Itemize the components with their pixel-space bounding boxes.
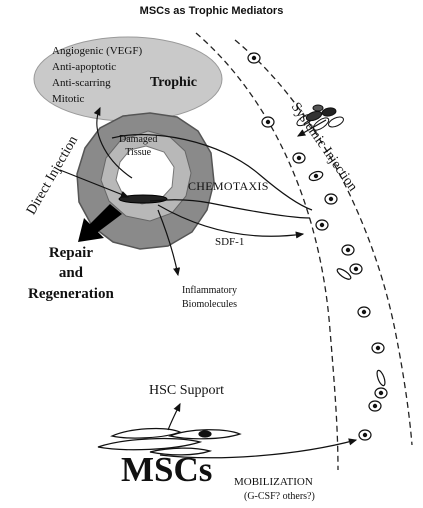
mobilization-note: (G-CSF? others?) [244,491,315,502]
chemotaxis-label: CHEMOTAXIS [188,179,269,193]
inflammatory-biomolecules-label: Inflammatory Biomolecules [182,284,237,311]
hsc-support-arrow [167,402,181,431]
sdf1-arrow [157,204,305,239]
trophic-effect: Anti-apoptotic [52,60,117,73]
hsc-support-label: HSC Support [149,383,225,398]
damaged-tissue-line2: Tissue [125,147,152,158]
mobilization-arrow [159,438,358,459]
trophic-effect: Angiogenic (VEGF) [52,45,143,57]
repair-line1: Repair [48,245,93,261]
repair-line2: and [58,265,83,282]
mscs-label: MSCs [121,450,213,489]
chemotaxis-arrow [111,134,313,211]
trophic-arrow [93,106,133,179]
repair-line3: Regeneration [28,285,114,302]
direct-injection-arrow [59,169,130,198]
vessel-wall-inner [195,32,339,471]
sdf1-label: SDF-1 [215,236,245,248]
trophic-effects-list: Angiogenic (VEGF) Anti-apoptotic Anti-sc… [52,44,142,108]
trophic-heading: Trophic [150,75,197,90]
inflammatory-arrow [157,209,181,277]
damaged-tissue-line1: Damaged [119,134,158,145]
damaged-tissue-label: Damaged Tissue [119,133,157,159]
inflammatory-line1: Inflammatory [182,285,237,296]
vessel-cells [247,52,388,441]
trophic-effect: Anti-scarring [52,76,111,89]
inflammatory-line2: Biomolecules [182,298,237,310]
mobilization-label: MOBILIZATION [234,476,313,488]
trophic-effect: Mitotic [52,92,85,105]
repair-regeneration-label: Repair and Regeneration [28,243,114,304]
vessel-wall-outer [234,39,413,446]
diagram-title: MSCs as Trophic Mediators [139,5,284,17]
repair-side-arrow [149,199,311,219]
systemic-injection-arrow [296,119,327,137]
injected-cell-cluster [296,104,344,131]
msc-cells [97,427,242,456]
repair-arrow [78,204,122,242]
